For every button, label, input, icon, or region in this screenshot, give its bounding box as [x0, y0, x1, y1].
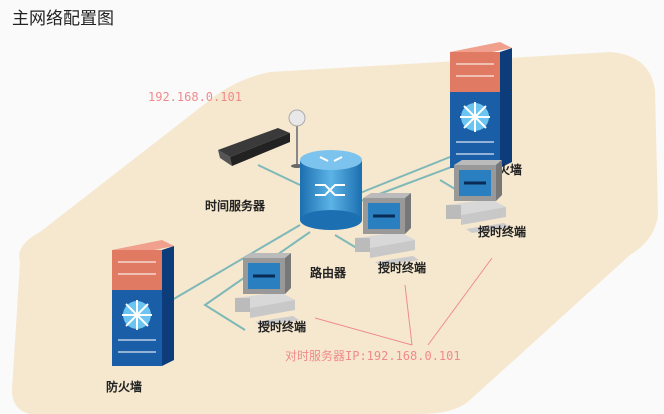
time-server — [218, 109, 306, 168]
time-server-label: 时间服务器 — [205, 198, 266, 213]
terminal-label-middle: 授时终端 — [378, 260, 426, 275]
diagram-title: 主网络配置图 — [12, 9, 114, 29]
firewall-label-left: 防火墙 — [106, 379, 142, 394]
firewall-icon-left — [111, 239, 175, 367]
time-server-ip: 192.168.0.101 — [148, 90, 242, 104]
router-icon — [300, 150, 362, 230]
time-server-annotation: 对时服务器IP:192.168.0.101 — [285, 348, 461, 363]
router-label: 路由器 — [310, 265, 347, 280]
annotation-lines — [314, 257, 493, 346]
firewall-icon-right — [449, 41, 513, 169]
terminal-label-right: 授时终端 — [478, 224, 526, 239]
terminal-label-left: 授时终端 — [258, 319, 306, 334]
